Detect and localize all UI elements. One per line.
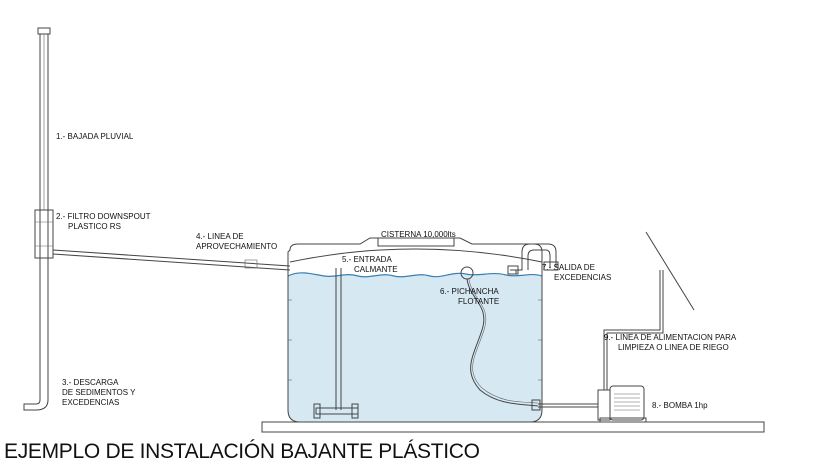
label-salida-line1: 7.- SALIDA DE [542,263,595,272]
label-pichancha-line1: 6.- PICHANCHA [440,287,499,296]
label-alimentacion-line1: 9.- LINEA DE ALIMENTACION PARA [604,333,737,342]
pump [597,385,647,423]
label-entrada-line1: 5.- ENTRADA [342,255,392,264]
label-pichancha-line2: FLOTANTE [458,297,499,306]
water-surface [287,272,543,278]
label-descarga-line1: 3.- DESCARGA [62,378,119,387]
downspout-filter [34,209,54,259]
base-slab [261,421,765,433]
floating-intake [460,266,539,407]
irrigation-line [603,231,695,390]
tank-lid [377,237,455,247]
label-descarga-line2: DE SEDIMENTOS Y [62,388,136,397]
label-salida-line2: EXCEDENCIAS [554,273,611,282]
label-cisterna: CISTERNA 10,000lts [381,230,456,239]
label-linea-aprov-line2: APROVECHAMIENTO [196,242,277,251]
label-filtro-line1: 2.- FILTRO DOWNSPOUT [56,212,151,221]
label-descarga-line3: EXCEDENCIAS [62,398,119,407]
harvesting-pipe [52,249,291,271]
label-bajada-pluvial: 1.- BAJADA PLUVIAL [56,132,134,141]
label-entrada-line2: CALMANTE [354,265,398,274]
label-linea-aprov-line1: 4.- LINEA DE [196,232,244,241]
label-filtro-line2: PLASTICO RS [68,222,121,231]
labels: 1.- BAJADA PLUVIAL 2.- FILTRO DOWNSPOUT … [56,132,737,410]
tank-water [288,272,542,422]
pump-suction-line [531,399,598,411]
cistern-tank [287,237,543,423]
diagram-title: EJEMPLO DE INSTALACIÓN BAJANTE PLÁSTICO [4,440,480,463]
overflow-outlet [507,243,559,275]
label-bomba: 8.- BOMBA 1hp [652,401,708,410]
calming-inlet [313,268,359,419]
downspout [23,27,51,411]
label-alimentacion-line2: LIMPIEZA O LINEA DE RIEGO [618,343,729,352]
